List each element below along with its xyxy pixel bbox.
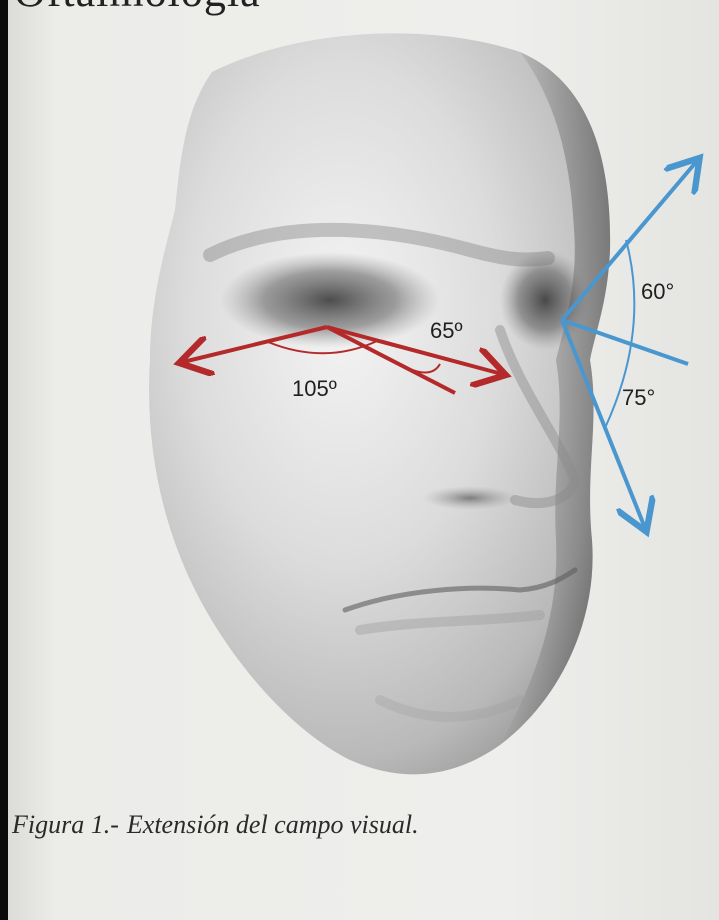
angle-label-60: 60° (641, 279, 674, 304)
face-mask (149, 33, 610, 774)
caption-lead: Figura 1.- (12, 810, 119, 839)
figure-caption: Figura 1.- Extensión del campo visual. (12, 810, 419, 840)
angle-label-75: 75° (622, 385, 655, 410)
nostril-shadow (422, 486, 518, 510)
left-eye-shadow (220, 252, 440, 348)
angle-label-65: 65º (430, 318, 463, 343)
caption-text: Extensión del campo visual. (127, 810, 419, 839)
angle-label-105: 105º (292, 376, 337, 401)
